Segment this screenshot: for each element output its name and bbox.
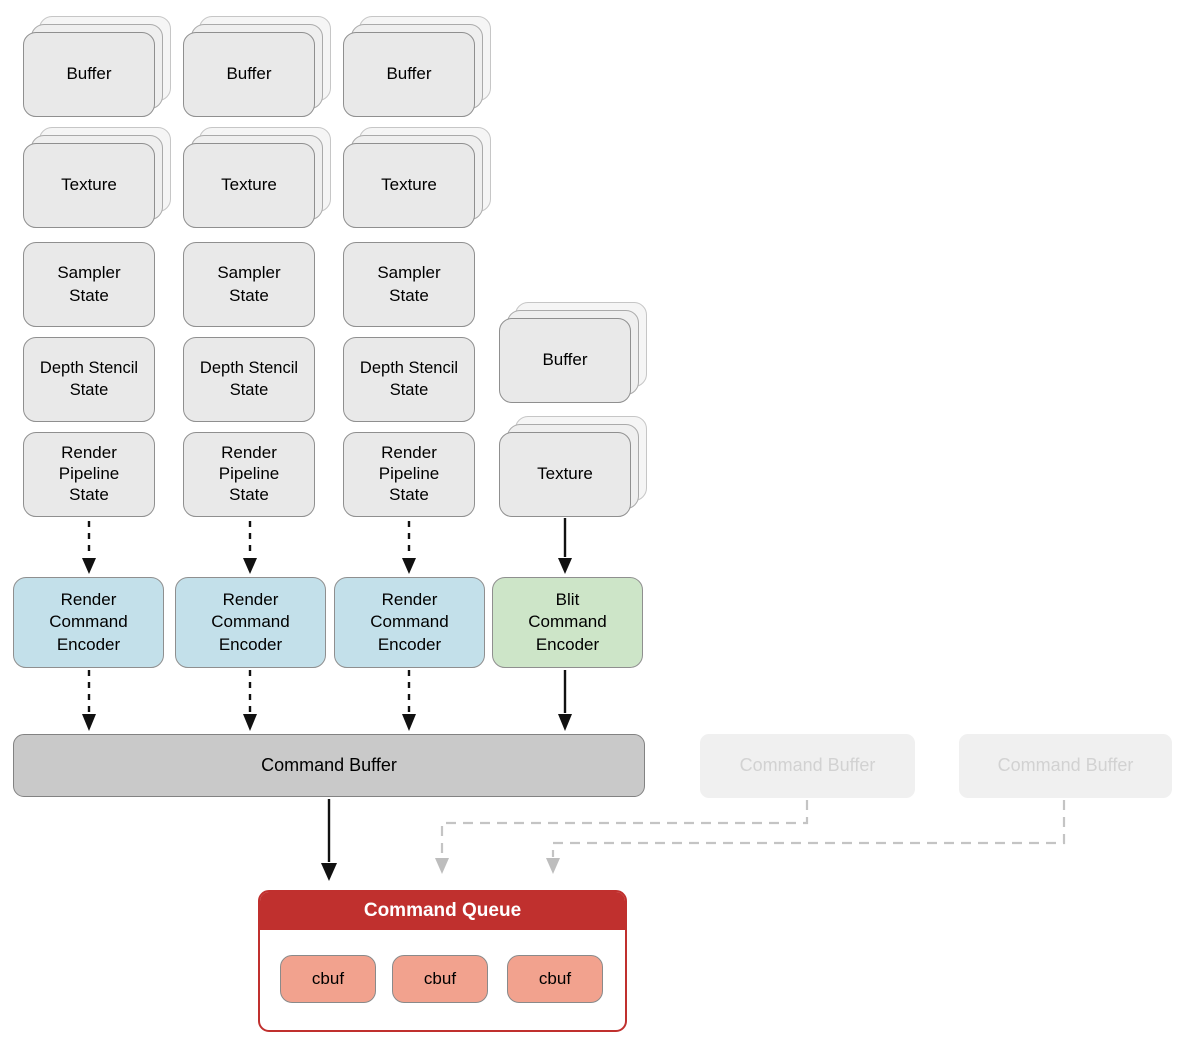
depth-stencil-state-label: Depth Stencil State — [199, 358, 299, 399]
command-buffer-label: Command Buffer — [261, 754, 397, 775]
arrow-pipeline3-to-encoder3 — [402, 521, 416, 574]
blit-command-encoder-label: Blit Command Encoder — [528, 589, 607, 654]
render-command-encoder-3: Render Command Encoder — [334, 577, 485, 668]
arrow-blit-encoder-to-command-buffer — [558, 670, 572, 731]
depth-stencil-state-label: Depth Stencil State — [359, 358, 459, 399]
sampler-state-node: Sampler State — [343, 242, 475, 327]
render-command-encoder-label: Render Command Encoder — [370, 589, 449, 654]
render-command-encoder-1: Render Command Encoder — [13, 577, 164, 668]
arrow-pending-buffer2-to-queue — [546, 800, 1066, 874]
cbuf-node-3: cbuf — [507, 955, 603, 1003]
buffer-node: Buffer — [183, 32, 315, 117]
arrow-pending-buffer1-to-queue — [435, 800, 809, 874]
pending-command-buffer-label: Command Buffer — [739, 755, 876, 776]
texture-label: Texture — [381, 175, 437, 195]
depth-stencil-state-label: Depth Stencil State — [39, 358, 139, 399]
render-pipeline-state-label: Render Pipeline State — [58, 443, 120, 504]
render-pipeline-state-node: Render Pipeline State — [183, 432, 315, 517]
texture-node: Texture — [183, 143, 315, 228]
depth-stencil-state-node: Depth Stencil State — [343, 337, 475, 422]
arrow-pipeline1-to-encoder1 — [82, 521, 96, 574]
sampler-state-node: Sampler State — [183, 242, 315, 327]
render-pipeline-state-node: Render Pipeline State — [343, 432, 475, 517]
sampler-state-label: Sampler State — [377, 263, 441, 305]
render-command-encoder-label: Render Command Encoder — [49, 589, 128, 654]
render-pipeline-state-node: Render Pipeline State — [23, 432, 155, 517]
render-command-encoder-2: Render Command Encoder — [175, 577, 326, 668]
command-buffer-node: Command Buffer — [13, 734, 645, 797]
texture-node: Texture — [23, 143, 155, 228]
arrow-encoder3-to-command-buffer — [402, 670, 416, 731]
buffer-node: Buffer — [499, 318, 631, 403]
arrow-texture-to-blit-encoder — [558, 518, 572, 574]
texture-node: Texture — [343, 143, 475, 228]
render-pipeline-state-label: Render Pipeline State — [378, 443, 440, 504]
pending-command-buffer-2: Command Buffer — [959, 734, 1172, 798]
buffer-label: Buffer — [542, 350, 588, 370]
texture-node: Texture — [499, 432, 631, 517]
render-pipeline-state-label: Render Pipeline State — [218, 443, 280, 504]
texture-label: Texture — [61, 175, 117, 195]
sampler-state-label: Sampler State — [57, 263, 121, 305]
cbuf-label: cbuf — [538, 968, 572, 988]
arrow-encoder2-to-command-buffer — [243, 670, 257, 731]
command-queue-header: Command Queue — [260, 892, 625, 930]
pending-command-buffer-1: Command Buffer — [700, 734, 915, 798]
buffer-node: Buffer — [23, 32, 155, 117]
blit-command-encoder: Blit Command Encoder — [492, 577, 643, 668]
cbuf-label: cbuf — [311, 968, 345, 988]
cbuf-node-2: cbuf — [392, 955, 488, 1003]
texture-label: Texture — [537, 464, 593, 484]
sampler-state-node: Sampler State — [23, 242, 155, 327]
cbuf-node-1: cbuf — [280, 955, 376, 1003]
command-queue-title: Command Queue — [363, 900, 522, 921]
pending-command-buffer-label: Command Buffer — [997, 755, 1134, 776]
arrow-pipeline2-to-encoder2 — [243, 521, 257, 574]
render-command-encoder-label: Render Command Encoder — [211, 589, 290, 654]
buffer-label: Buffer — [226, 64, 272, 84]
arrow-encoder1-to-command-buffer — [82, 670, 96, 731]
cbuf-label: cbuf — [423, 968, 457, 988]
texture-label: Texture — [221, 175, 277, 195]
depth-stencil-state-node: Depth Stencil State — [183, 337, 315, 422]
depth-stencil-state-node: Depth Stencil State — [23, 337, 155, 422]
buffer-label: Buffer — [386, 64, 432, 84]
arrow-command-buffer-to-queue — [321, 799, 337, 881]
sampler-state-label: Sampler State — [217, 263, 281, 305]
buffer-label: Buffer — [66, 64, 112, 84]
buffer-node: Buffer — [343, 32, 475, 117]
command-queue: Command Queue cbuf cbuf cbuf — [258, 890, 627, 1032]
